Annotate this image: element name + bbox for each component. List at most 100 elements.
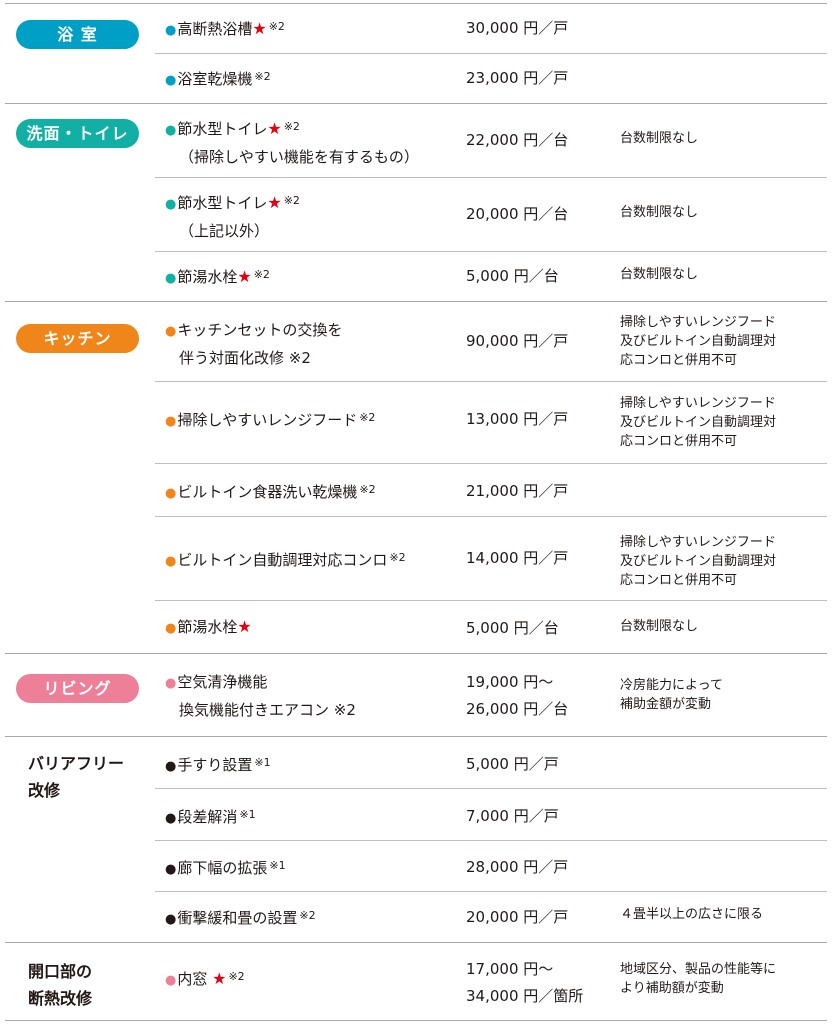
bullet-icon: ● [165,123,177,138]
price-cell: 13,000 円／戸 [466,406,568,433]
item-name-cell: ●ビルトイン自動調理対応コンロ※2 [165,545,406,575]
bullet-icon: ● [165,324,177,339]
bullet-icon: ● [165,912,177,927]
category-living-label: リビング [16,674,139,703]
item-name-cell: ●浴室乾燥機※2 [165,64,271,94]
row-divider [155,381,827,382]
price-cell: 7,000 円／戸 [466,803,559,830]
item-name: 掃除しやすいレンジフード [177,411,358,429]
row-divider [155,53,827,54]
footnote-mark: ※1 [254,756,271,769]
price-value: 23,000 円／戸 [466,69,569,87]
footnote-mark: ※2 [254,70,271,83]
price-cell: 17,000 円～ 34,000 円／箇所 [466,956,583,1010]
remark-cell: 台数制限なし [620,131,699,146]
price-cell: 20,000 円／戸 [466,904,568,931]
remark-cell: 掃除しやすいレンジフード 及びビルトイン自動調理対 応コンロと併用不可 [620,315,777,368]
section-divider [5,942,827,943]
price-cell: 90,000 円／戸 [466,328,568,355]
item-name-cell: ●節水型トイレ★※2（掃除しやすい機能を有するもの） [165,114,419,170]
price-value: 14,000 円／戸 [466,549,569,567]
category-wash-toilet-label: 洗面・トイレ [16,119,139,148]
row-divider [155,251,827,252]
price-value: 13,000 円／戸 [466,410,569,428]
price-value: 5,000 円／台 [466,267,559,285]
remark-cell: ４畳半以上の広さに限る [620,907,764,922]
item-name: 節湯水栓 [177,618,238,636]
price-cell: 5,000 円／台 [466,263,559,290]
price-value: 5,000 円／戸 [466,755,559,773]
item-name-cell: ●段差解消※1 [165,802,256,832]
bullet-icon: ● [165,621,177,636]
item-name-cell: ●廊下幅の拡張※1 [165,853,286,883]
remark-cell: 台数制限なし [620,205,699,220]
item-name-cell: ●内窓 ★※2 [165,964,245,994]
item-name: 空気清浄機能 [177,673,268,691]
footnote-mark: ※2 [228,970,245,983]
price-cell: 20,000 円／台 [466,201,568,228]
item-name-cell: ●ビルトイン食器洗い乾燥機※2 [165,477,376,507]
price-value: 20,000 円／台 [466,205,569,223]
category-kitchen-label: キッチン [16,324,139,353]
item-name: 手すり設置 [177,756,253,774]
item-name-cell: ●高断熱浴槽★※2 [165,14,285,44]
row-divider [155,177,827,178]
bullet-icon: ● [165,486,177,501]
item-name: 浴室乾燥機 [177,70,253,88]
item-name-cell: ●節水型トイレ★※2（上記以外） [165,188,300,244]
remark-cell: 掃除しやすいレンジフード 及びビルトイン自動調理対 応コンロと併用不可 [620,535,777,588]
price-cell: 14,000 円／戸 [466,545,568,572]
item-name-line2: 換気機能付きエアコン ※2 [179,701,356,719]
section-divider [5,736,827,737]
price-value: 19,000 円～ [466,673,554,691]
bullet-icon: ● [165,414,177,429]
section-divider [5,103,827,104]
category-barrier-free-label: バリアフリー 改修 [28,754,125,800]
item-name: ビルトイン自動調理対応コンロ [177,551,388,569]
price-value-max: 34,000 円／箇所 [466,987,584,1005]
bullet-icon: ● [165,197,177,212]
item-name: 廊下幅の拡張 [177,859,268,877]
row-divider [155,600,827,601]
footnote-mark: ※1 [239,808,256,821]
star-icon: ★ [237,617,252,636]
remark-cell: 地域区分、製品の性能等に より補助額が変動 [620,962,777,996]
item-name-cell: ●キッチンセットの交換を伴う対面化改修 ※2 [165,317,342,371]
bullet-icon: ● [165,23,177,38]
bullet-icon: ● [165,676,177,691]
item-name-line2: （上記以外） [179,222,270,240]
section-divider [5,301,827,302]
footnote-mark: ※2 [268,20,285,33]
footnote-mark: ※2 [389,551,406,564]
footnote-mark: ※2 [253,268,270,281]
price-cell: 30,000 円／戸 [466,15,568,42]
star-icon: ★ [212,969,227,988]
price-value: 30,000 円／戸 [466,19,569,37]
bullet-icon: ● [165,554,177,569]
star-icon: ★ [267,193,282,212]
price-value-max: 26,000 円／台 [466,700,569,718]
bullet-icon: ● [165,73,177,88]
item-name-cell: ●節湯水栓★ [165,614,252,642]
remark-cell: 冷房能力によって 補助金額が変動 [620,678,723,712]
category-opening-insulation-label: 開口部の 断熱改修 [28,962,93,1008]
bullet-icon: ● [165,973,177,988]
star-icon: ★ [237,267,252,286]
price-cell: 21,000 円／戸 [466,478,568,505]
item-name-cell: ●空気清浄機能換気機能付きエアコン ※2 [165,669,356,723]
item-name: 節湯水栓 [177,268,238,286]
price-cell: 19,000 円～ 26,000 円／台 [466,669,568,723]
price-cell: 5,000 円／台 [466,615,559,642]
item-name: 内窓 [177,970,213,988]
price-value: 17,000 円～ [466,960,554,978]
item-name-line2: 伴う対面化改修 ※2 [179,349,311,367]
item-name-cell: ●掃除しやすいレンジフード※2 [165,405,375,435]
item-name: 節水型トイレ [177,120,268,138]
section-divider [5,653,827,654]
price-cell: 23,000 円／戸 [466,65,568,92]
item-name: キッチンセットの交換を [177,321,343,339]
item-name: 衝撃緩和畳の設置 [177,909,298,927]
price-value: 22,000 円／台 [466,131,569,149]
item-name: ビルトイン食器洗い乾燥機 [177,483,358,501]
item-name-cell: ●衝撃緩和畳の設置※2 [165,903,316,933]
